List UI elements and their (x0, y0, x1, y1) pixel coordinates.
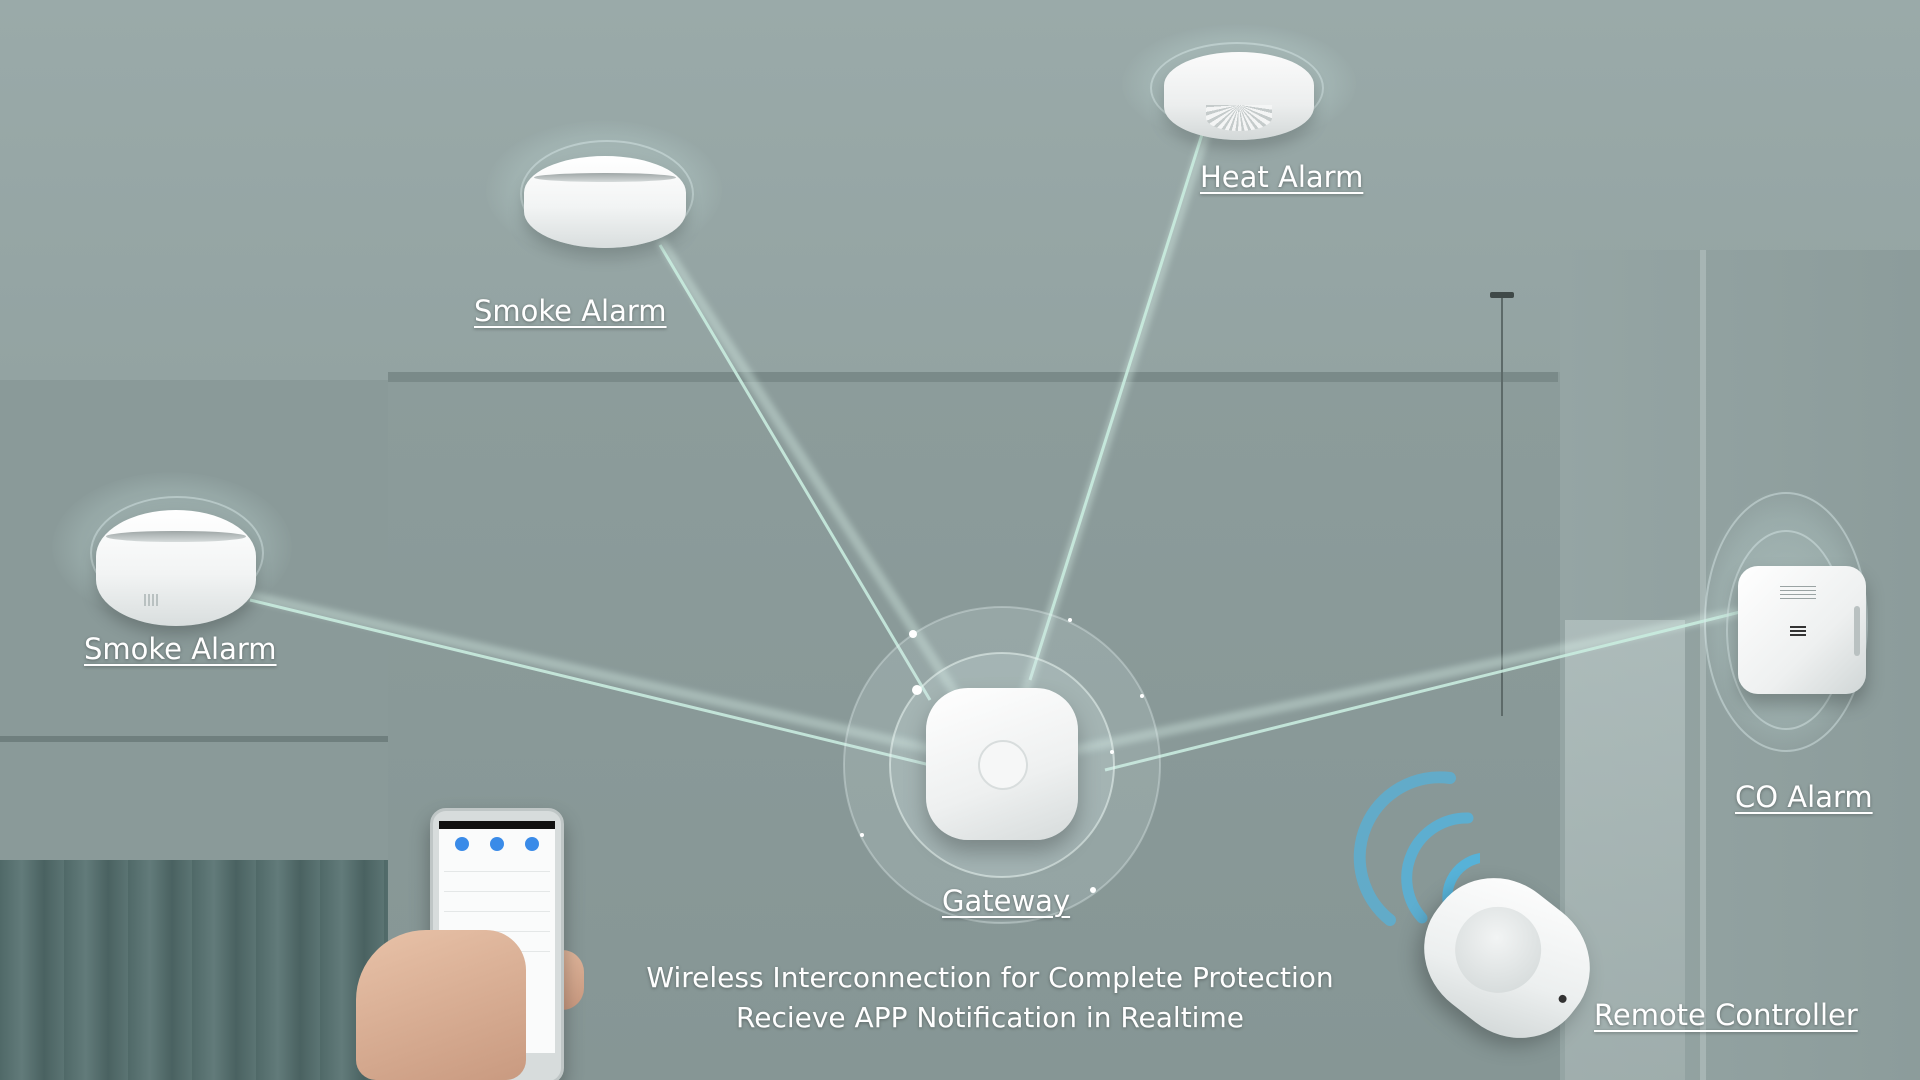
co-alarm-device (1738, 566, 1866, 694)
phone-app-icon-1 (455, 837, 470, 851)
phone-app-icons (445, 837, 549, 851)
left-ledge (0, 736, 388, 742)
remote-controller-label: Remote Controller (1594, 998, 1858, 1032)
hand (356, 930, 526, 1080)
co-alarm-display (1780, 586, 1816, 600)
link-co (1104, 610, 1741, 772)
phone-list-item (444, 895, 550, 912)
smoke-alarm-top-label: Smoke Alarm (474, 294, 667, 328)
co-alarm-logo-icon (1790, 626, 1806, 638)
remote-controller-led (1556, 993, 1569, 1005)
gateway-sparkles (860, 618, 1144, 893)
remote-controller-button (1437, 889, 1559, 1011)
smoke-alarm-left-device (96, 510, 256, 626)
phone-app-icon-2 (489, 837, 504, 851)
gateway-button (978, 740, 1028, 790)
link-lines (249, 124, 1741, 772)
gateway-device (926, 688, 1078, 840)
link-smoke-top (658, 244, 932, 701)
heat-alarm-fins (1206, 104, 1272, 132)
smoke-alarm-top-band (533, 172, 677, 182)
phone-list-item (444, 855, 550, 872)
smoke-alarm-left-label: Smoke Alarm (84, 632, 277, 666)
phone-status-bar (439, 821, 555, 829)
caption-line-2: Recieve APP Notification in Realtime (736, 1001, 1244, 1034)
link-heat (1028, 124, 1207, 681)
co-alarm-label: CO Alarm (1735, 780, 1873, 814)
door-light (1565, 620, 1685, 1080)
phone-list-item (444, 875, 550, 892)
smoke-alarm-left-vent (144, 593, 158, 606)
caption: Wireless Interconnection for Complete Pr… (560, 958, 1420, 1038)
curtain (0, 860, 388, 1080)
gateway-label: Gateway (942, 884, 1071, 918)
pendant-lamp-rod (1501, 296, 1503, 716)
link-smoke-left (249, 598, 931, 767)
smoke-alarm-left-band (105, 530, 247, 543)
right-wall-edge (1700, 250, 1706, 1080)
smoke-alarm-top-device (524, 156, 686, 248)
heat-alarm-device (1164, 52, 1314, 140)
pendant-lamp-cap (1490, 292, 1514, 298)
ceiling-beam (388, 372, 1558, 382)
co-alarm-ring-outer (1704, 492, 1868, 752)
heat-alarm-label: Heat Alarm (1200, 160, 1364, 194)
co-alarm-side-button (1854, 606, 1860, 656)
phone-app-icon-3 (524, 837, 539, 851)
caption-line-1: Wireless Interconnection for Complete Pr… (646, 961, 1334, 994)
